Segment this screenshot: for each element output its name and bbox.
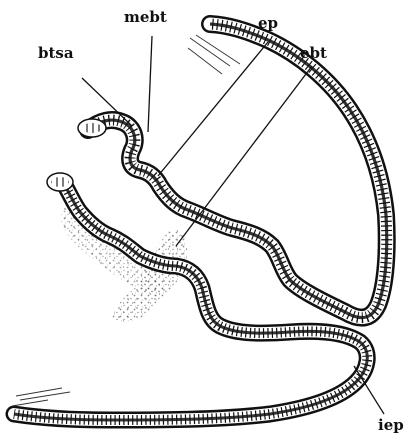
label-ebt: ebt: [300, 44, 327, 62]
leader-mebt: [148, 36, 152, 132]
leader-ebt: [176, 66, 312, 246]
label-mebt: mebt: [124, 8, 167, 26]
label-btsa: btsa: [38, 44, 74, 62]
bud-tip-lower: [47, 173, 73, 191]
label-ep: ep: [258, 14, 278, 32]
leader-ep: [158, 42, 268, 176]
bud-tip-upper: [78, 119, 106, 137]
label-iep: iep: [378, 416, 404, 434]
